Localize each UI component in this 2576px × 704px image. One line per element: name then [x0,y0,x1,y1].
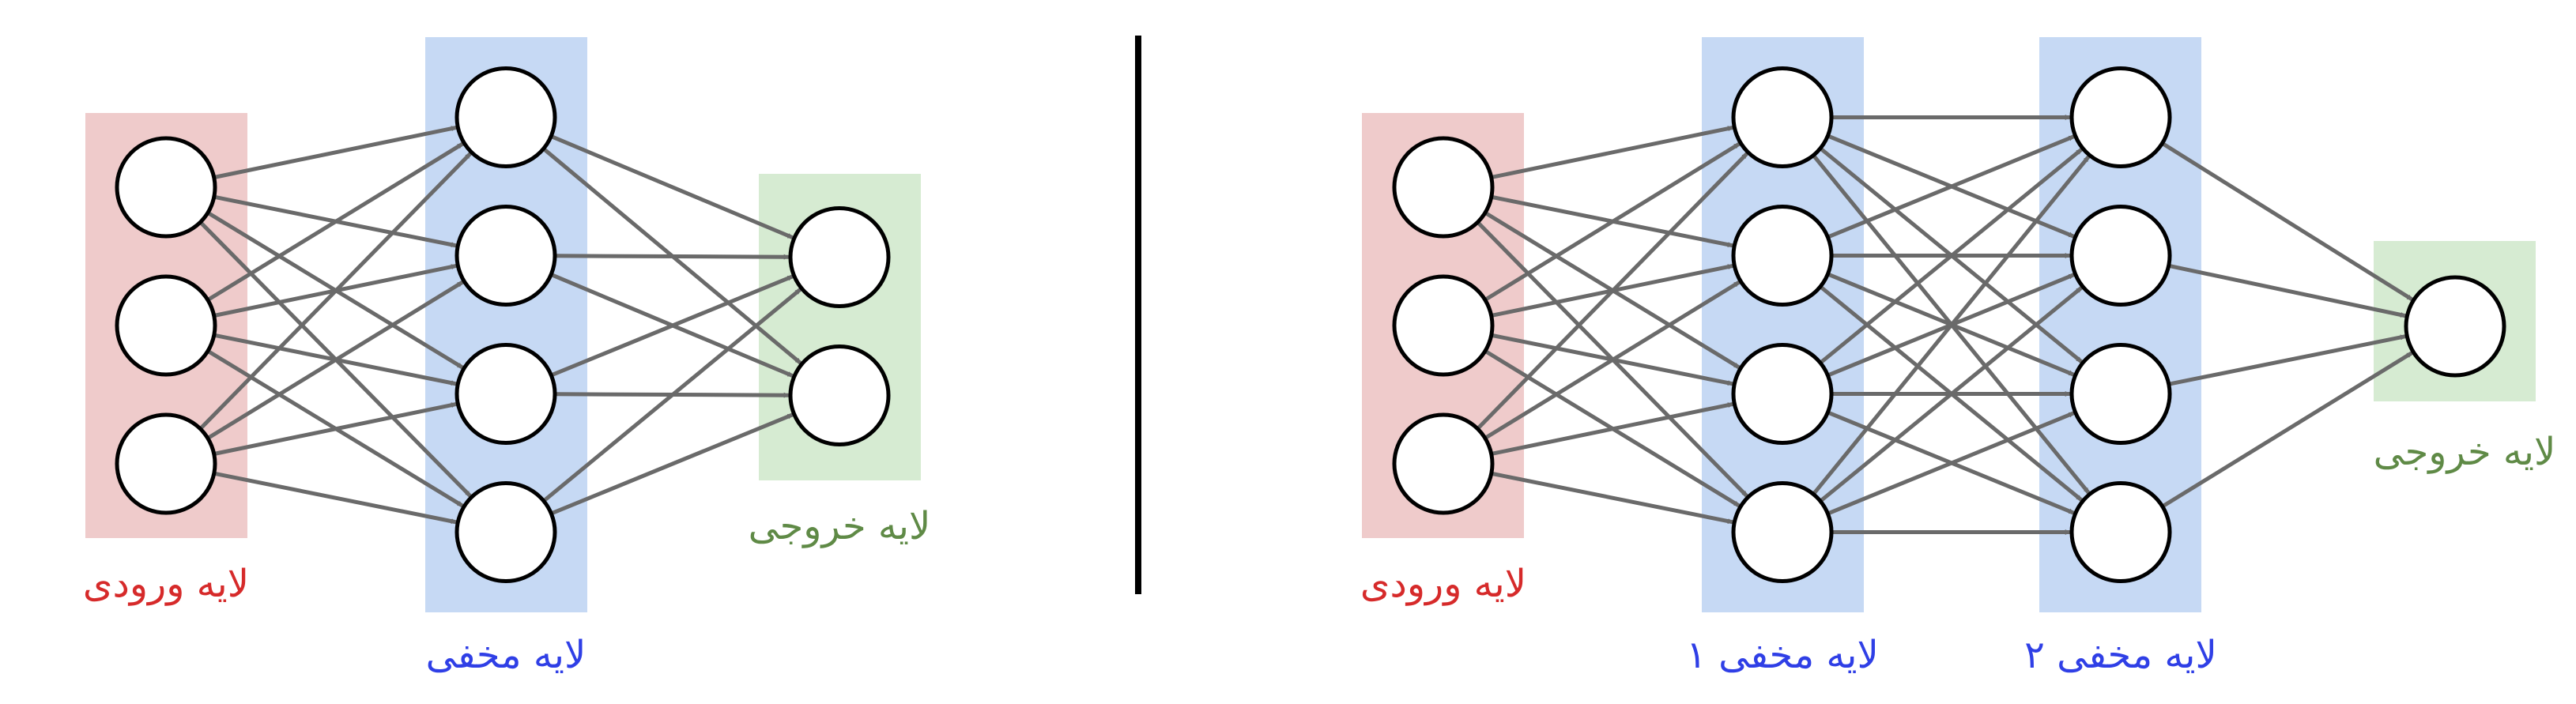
left-network: لایه ورودی لایه مخفی لایه خروجی [83,37,930,677]
right-hidden2-node-3 [2069,343,2172,445]
right-edge-hidden14-to-hidden21 [1812,155,2091,496]
left-hidden-node-2 [454,205,557,307]
right-hidden1-node-2 [1731,205,1834,307]
right-edge-hidden13-to-hidden21 [1819,148,2084,365]
right-edge-hidden12-to-hidden21 [1827,134,2075,239]
left-edge-hidden4-to-output2 [550,412,794,516]
left-edge-input3-to-hidden2 [206,280,464,440]
left-input-node-3 [115,412,217,515]
right-edges [1476,115,2414,535]
left-hidden-node-4 [454,481,557,583]
left-edge-hidden2-to-output1 [554,254,790,260]
right-hidden1-layer-label: لایه مخفی ۱ [1686,633,1879,677]
right-edge-input3-to-hidden14 [1491,471,1733,525]
right-hidden2-node-1 [2069,66,2172,168]
right-edge-hidden14-to-hidden23 [1827,411,2075,516]
right-hidden1-node-4 [1731,481,1834,583]
left-hidden-node-1 [454,66,557,168]
right-hidden2-node-4 [2069,481,2172,583]
right-hidden2-layer-label: لایه مخفی ۲ [2024,633,2217,677]
left-hidden-layer-label: لایه مخفی [426,633,586,677]
left-edge-hidden1-to-output1 [550,134,794,240]
left-output-node-1 [788,206,891,308]
right-edge-hidden24-to-output1 [2161,351,2413,509]
right-edge-hidden14-to-hidden22 [1819,286,2084,503]
left-output-node-2 [788,344,891,446]
right-input-node-1 [1392,136,1495,239]
right-input-layer-label: لایه ورودی [1360,562,1526,606]
left-edge-hidden4-to-output1 [542,288,802,503]
right-edge-hidden21-to-output1 [2161,141,2414,302]
left-edges [198,125,802,525]
right-edge-input3-to-hidden12 [1484,280,1741,440]
right-input-node-2 [1392,274,1495,377]
right-edge-input1-to-hidden11 [1491,125,1734,179]
left-hidden-node-3 [454,343,557,445]
left-edge-input2-to-hidden1 [206,141,464,302]
right-hidden1-node-3 [1731,343,1834,445]
left-edge-input3-to-hidden1 [198,152,472,431]
right-input-node-3 [1392,412,1495,515]
right-nodes [1392,66,2506,583]
right-hidden2-node-2 [2069,205,2172,307]
right-hidden1-node-1 [1731,66,1834,168]
right-edge-input3-to-hidden13 [1491,401,1734,456]
right-output-layer-label: لایه خروجی [2374,430,2556,474]
right-edge-hidden22-to-output1 [2168,263,2407,318]
left-edge-input1-to-hidden1 [213,125,457,179]
left-input-layer-label: لایه ورودی [83,562,249,606]
right-edge-input3-to-hidden11 [1476,152,1749,431]
left-output-layer-label: لایه خروجی [749,504,931,548]
left-input-node-2 [115,274,217,377]
left-edge-input3-to-hidden4 [213,471,457,525]
right-edge-input2-to-hidden11 [1484,141,1741,302]
right-network: لایه ورودی لایه مخفی ۱ لایه مخفی ۲ لایه … [1360,37,2555,677]
left-nodes [115,66,891,583]
left-edge-input3-to-hidden3 [213,401,457,456]
right-edge-hidden23-to-output1 [2168,334,2406,386]
right-output-node-1 [2404,275,2506,378]
left-input-node-1 [115,136,217,239]
left-edge-hidden3-to-output1 [550,274,794,378]
